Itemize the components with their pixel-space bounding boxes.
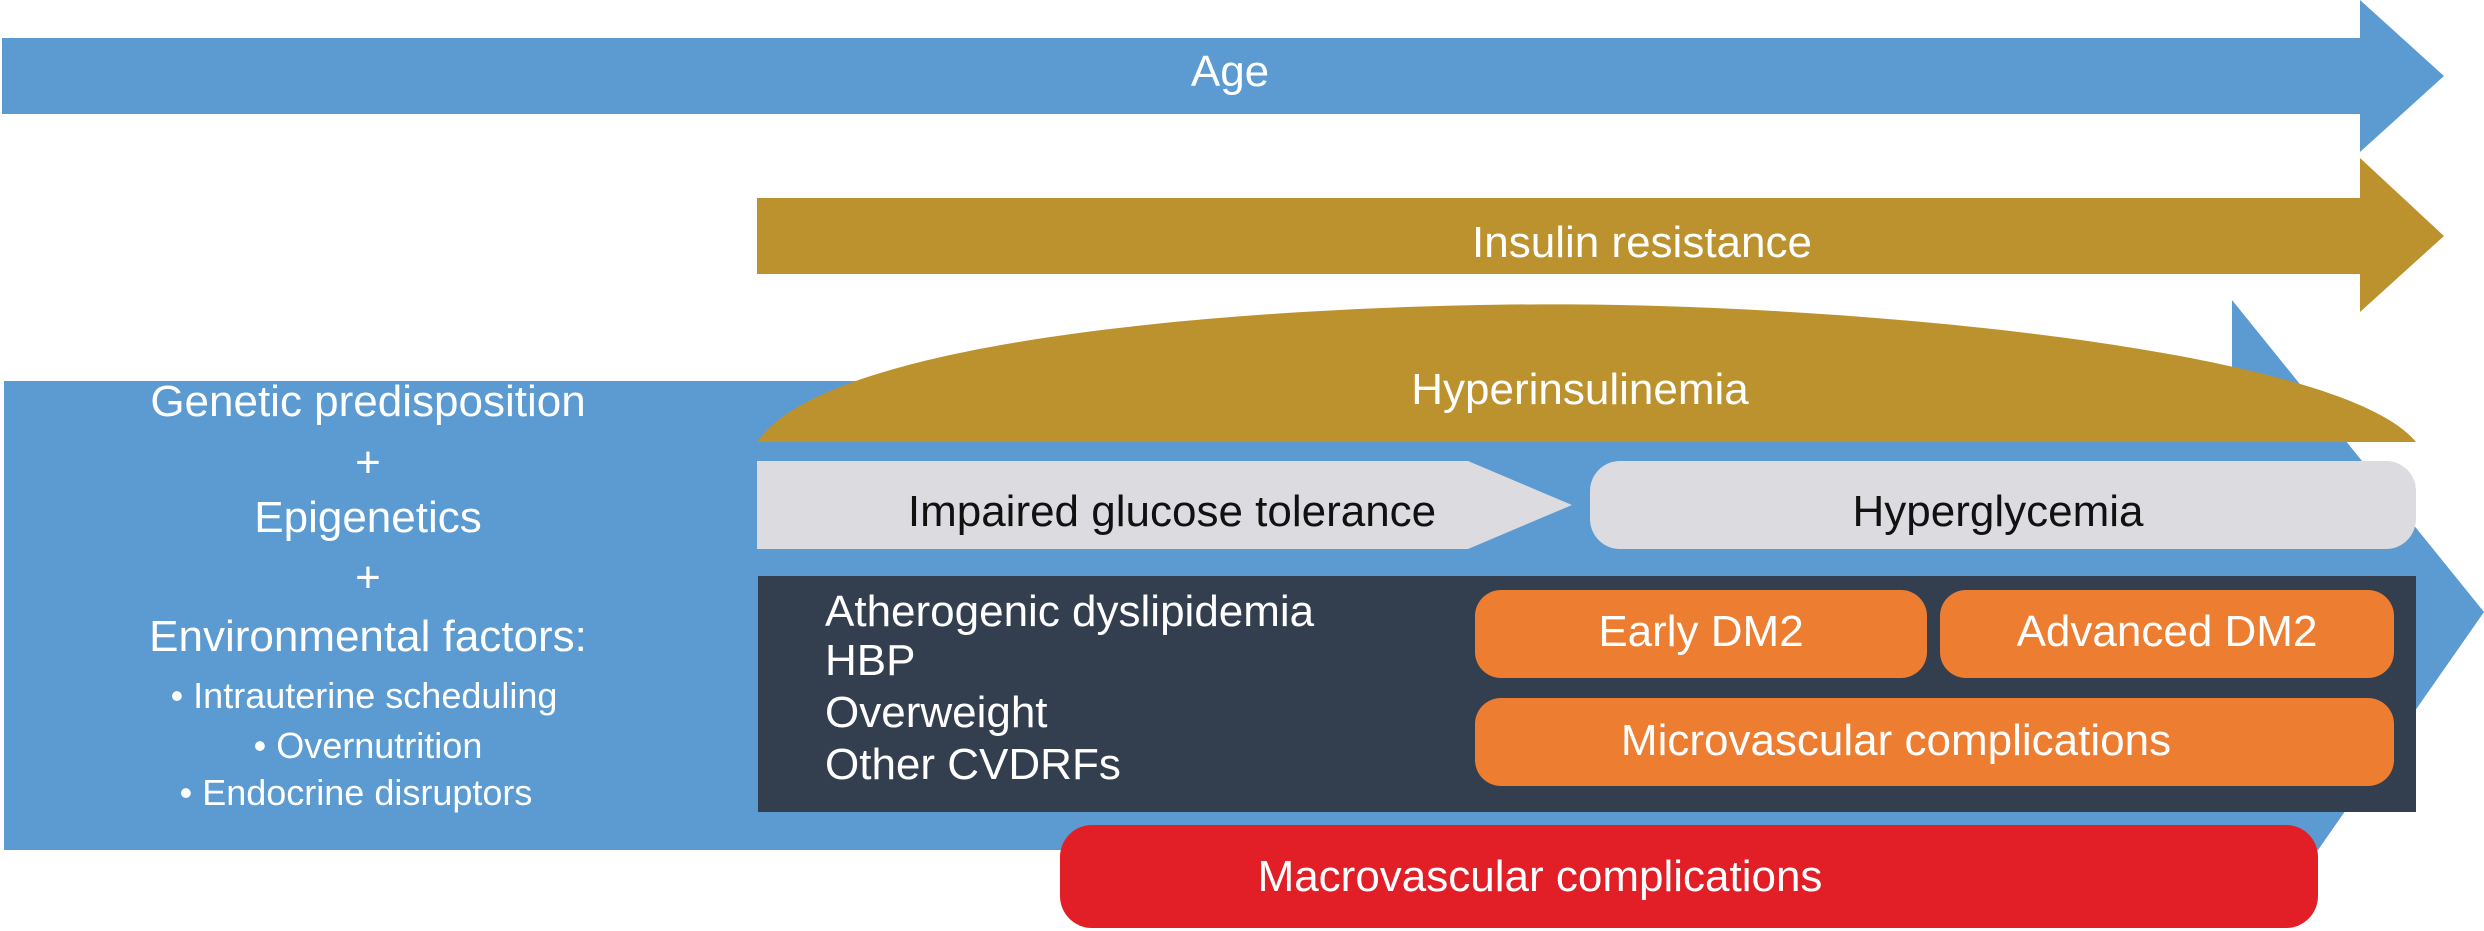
hyperinsulinemia-dome [757,304,2416,442]
environmental-item: • Intrauterine scheduling [170,675,558,716]
hyperglycemia-box [1590,461,2416,549]
cvdrf-item: HBP [825,636,916,685]
insulin-resistance-arrow [757,158,2444,312]
environmental-factors-label: Environmental factors: [149,612,587,661]
cvdrf-item: Overweight [825,688,1048,737]
macrovascular-box [1060,825,2318,928]
insulin-resistance-label: Insulin resistance [1472,218,1812,267]
advanced-dm2-label: Advanced DM2 [2016,607,2318,656]
age-arrow [2,0,2444,152]
age-label: Age [1190,47,1270,96]
microvascular-box [1475,698,2394,786]
cvdrf-item: Atherogenic dyslipidemia [825,587,1315,636]
environmental-item: • Overnutrition [253,725,483,766]
early-dm2-box [1475,590,1927,678]
plus-sign: + [355,553,381,602]
hyperinsulinemia-label: Hyperinsulinemia [1411,365,1749,414]
epigenetics-label: Epigenetics [254,493,482,542]
impaired-glucose-label: Impaired glucose tolerance [907,487,1437,536]
hyperglycemia-label: Hyperglycemia [1852,487,2144,536]
plus-sign: + [355,438,381,487]
advanced-dm2-box [1940,590,2394,678]
genetic-predisposition-label: Genetic predisposition [150,377,586,426]
cvdrf-item: Other CVDRFs [825,740,1121,789]
early-dm2-label: Early DM2 [1598,607,1804,656]
impaired-glucose-chevron [757,461,1572,549]
macrovascular-label: Macrovascular complications [1257,852,1823,901]
microvascular-label: Microvascular complications [1620,716,2172,765]
environmental-item: • Endocrine disruptors [179,772,533,813]
